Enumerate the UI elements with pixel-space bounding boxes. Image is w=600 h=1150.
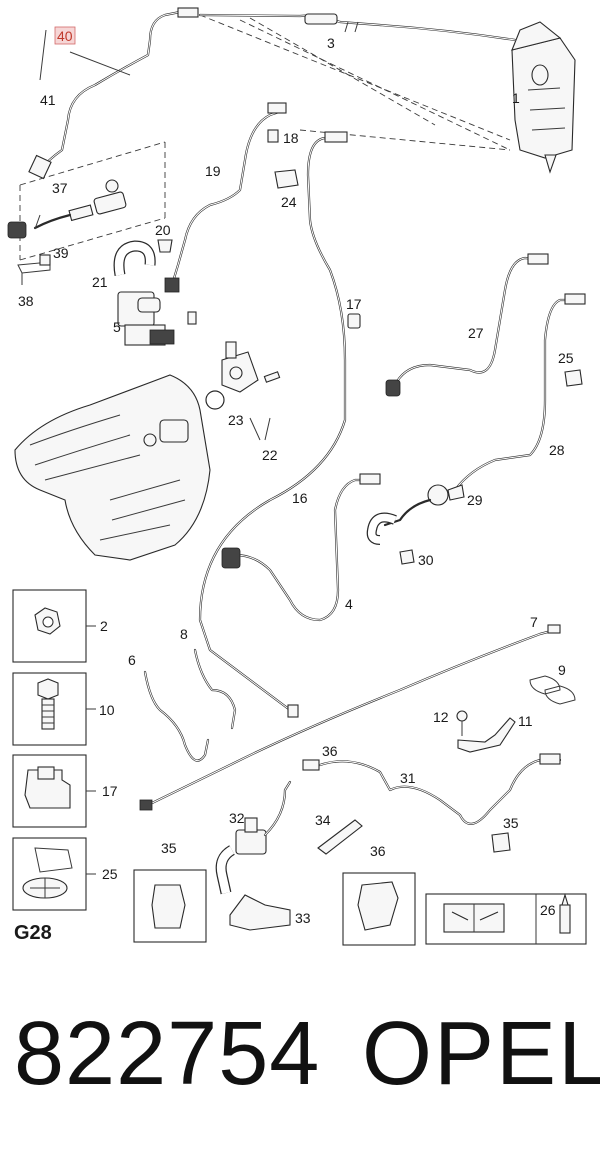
callout-9: 9: [558, 662, 566, 678]
clip-24-illustration: [274, 169, 299, 189]
leader-dash: [249, 17, 436, 126]
callout-10: 10: [99, 702, 115, 718]
highlight-box-40: [54, 26, 76, 45]
pipe-31-illustration: [302, 753, 562, 825]
callout-24: 24: [281, 194, 297, 210]
callout-25: 25: [102, 866, 118, 882]
leader-line: [86, 625, 96, 875]
callout-29: 29: [467, 492, 483, 508]
callout-35: 35: [503, 815, 519, 831]
callout-24b: 25: [558, 350, 574, 366]
pipe-3-illustration: [198, 13, 517, 42]
callout-17b: 17: [102, 783, 118, 799]
pipe-4-illustration: [221, 473, 381, 622]
legend-box-10: [12, 672, 87, 746]
charcoal-canister-illustration: [511, 21, 576, 174]
callout-40: 40: [57, 28, 73, 44]
legend-box-25: [12, 837, 87, 911]
valve-32-illustration: [215, 780, 292, 895]
bracket-34-illustration: [317, 819, 363, 855]
callout-18: 18: [283, 130, 299, 146]
callout-3: 3: [327, 35, 335, 51]
callout-33: 33: [295, 910, 311, 926]
clip-35-illustration: [491, 832, 511, 853]
clip-18-illustration: [267, 129, 279, 143]
detail-box-26: [425, 893, 587, 945]
brand-name: OPEL: [362, 1004, 600, 1104]
bracket-38-illustration: [17, 254, 51, 285]
detail-box-35: [133, 869, 207, 943]
callout-21: 20: [155, 222, 171, 238]
callout-36: 36: [322, 743, 338, 759]
callout-1: 1: [512, 90, 520, 106]
callout-32: 32: [229, 810, 245, 826]
section-code: G28: [14, 922, 52, 944]
valve-37-illustration: [7, 179, 127, 239]
callout-20: 21: [92, 274, 108, 290]
callout-17: 17: [346, 296, 362, 312]
callout-2: 2: [100, 618, 108, 634]
pipe-16-illustration: [198, 131, 348, 718]
pipe-41-illustration: [28, 7, 199, 180]
callout-16: 16: [292, 490, 308, 506]
flange-22-illustration: [205, 341, 281, 410]
pipe-28-illustration: [453, 293, 586, 492]
callout-34: 34: [315, 812, 331, 828]
callout-8: 8: [180, 626, 188, 642]
callout-39: 39: [53, 245, 69, 261]
callout-41: 41: [40, 92, 56, 108]
callout-22: 22: [262, 447, 278, 463]
clip-17-illustration: [347, 313, 361, 329]
callout-35b: 35: [161, 840, 177, 856]
clip-9-illustration: [529, 675, 576, 705]
callout-38: 38: [18, 293, 34, 309]
purge-valve-5-illustration: [117, 291, 197, 346]
callout-4: 4: [345, 596, 353, 612]
cap-21-illustration: [157, 239, 173, 253]
part-number: 822754: [14, 1004, 321, 1104]
legend-box-2: [12, 589, 87, 663]
hose-6-8-illustration: [143, 648, 237, 762]
pipe-19-illustration: [164, 102, 287, 293]
valve-29-illustration: [366, 484, 465, 565]
leader-dash: [239, 19, 511, 151]
bracket-11-illustration: [456, 710, 516, 753]
callout-28: 28: [549, 442, 565, 458]
callout-19: 19: [205, 163, 221, 179]
hose-20-illustration: [113, 240, 156, 276]
intake-manifold-illustration: [14, 374, 211, 561]
callout-27: 27: [468, 325, 484, 341]
callout-31: 31: [400, 770, 416, 786]
callout-labels: 40 41 3 1 18 19 24 37 20 39 21 38 17 5 2…: [18, 26, 574, 926]
callout-30: 30: [418, 552, 434, 568]
leader-dash: [199, 14, 511, 141]
leader-line: [249, 417, 271, 441]
pipe-27-illustration: [385, 253, 549, 397]
callout-26: 26: [540, 902, 556, 918]
callout-7: 7: [530, 614, 538, 630]
callout-12: 12: [433, 709, 449, 725]
callout-23: 23: [228, 412, 244, 428]
detail-box-36: [342, 872, 416, 946]
legend-box-17: [12, 754, 87, 828]
parts-diagram: 40 41 3 1 18 19 24 37 20 39 21 38 17 5 2…: [7, 7, 587, 946]
callout-37: 37: [52, 180, 68, 196]
leader-line: [39, 29, 131, 81]
pipe-7-illustration: [139, 624, 561, 811]
bracket-33-illustration: [229, 894, 291, 931]
callout-6: 6: [128, 652, 136, 668]
callout-11: 11: [518, 713, 533, 729]
callout-36b: 36: [370, 843, 386, 859]
leader-dash: [19, 141, 166, 261]
callout-5: 5: [113, 319, 121, 335]
